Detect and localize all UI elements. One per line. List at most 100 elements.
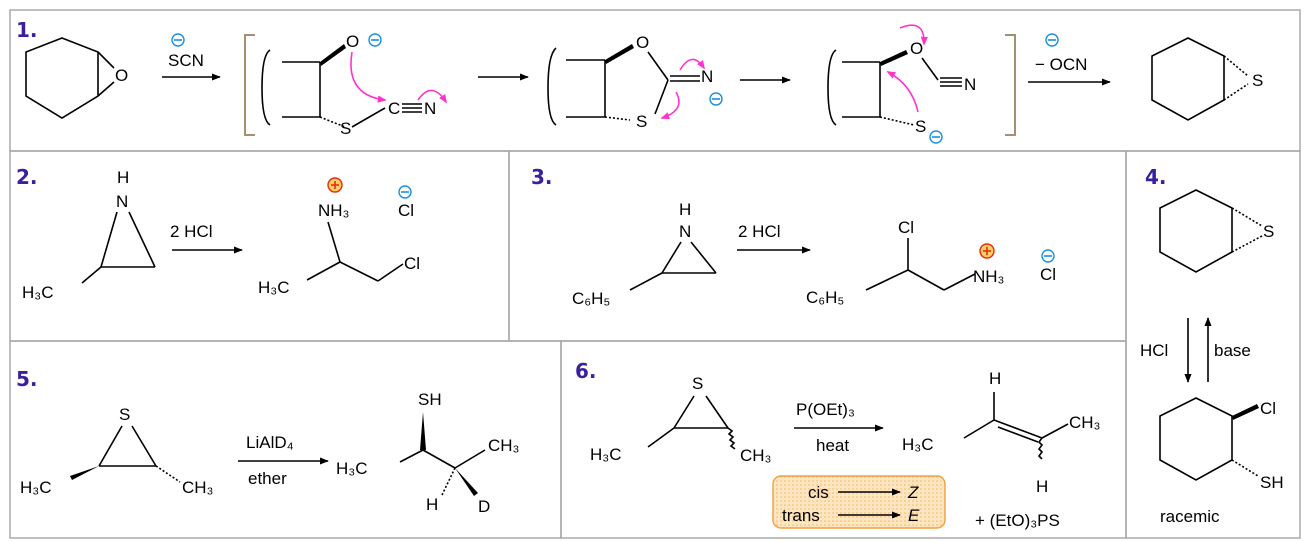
- panel-5: 5. S H₃C CH₃ LiAlD₄ ether SH H₃C CH₃ H D: [16, 367, 519, 516]
- negative-charge-icon: [929, 130, 943, 144]
- p6-product-h-bottom-label: H: [1036, 477, 1048, 496]
- p4-hcl-label: HCl: [1140, 341, 1168, 360]
- p6-reagent-top: P(OEt)₃: [796, 400, 855, 419]
- p3-product-phenyl-label: C₆H₅: [806, 288, 844, 307]
- curly-arrow: [417, 89, 447, 104]
- panel-6-number: 6.: [575, 359, 597, 383]
- int2-s-label: S: [636, 112, 647, 131]
- panel-frames: [9, 9, 1301, 539]
- panel-2: 2. H N H₃C 2 HCl NH₃ Cl H₃C Cl: [16, 165, 420, 302]
- curly-arrow: [679, 58, 705, 71]
- panel-1-number: 1.: [16, 18, 38, 42]
- panel-3: 3. H N C₆H₅ 2 HCl Cl C₆H₅ NH₃ Cl: [531, 165, 1056, 308]
- p5-product-left-methyl-label: H₃C: [336, 459, 367, 478]
- int1-s-label: S: [340, 119, 351, 138]
- right-bracket: [1005, 34, 1016, 136]
- curly-arrow: [660, 91, 680, 120]
- epoxide-o-label: O: [115, 66, 128, 85]
- panel-6: 6. S H₃C CH₃ P(OEt)₃ heat H H₃C CH₃ H + …: [575, 359, 1100, 530]
- negative-charge-icon: [709, 92, 723, 106]
- negative-charge-icon: [1041, 249, 1055, 263]
- p3-cl-ion-label: Cl: [1040, 265, 1056, 284]
- p4-caption: racemic: [1160, 507, 1220, 526]
- p6-product-right-methyl-label: CH₃: [1069, 413, 1100, 432]
- p4-top-s-label: S: [1263, 222, 1274, 241]
- p2-reagent: 2 HCl: [170, 222, 213, 241]
- int1-n-label: N: [424, 99, 436, 118]
- panel-3-number: 3.: [531, 165, 553, 189]
- p5-reagent-top: LiAlD₄: [246, 433, 294, 452]
- cyclohexene-sulfide: S: [1151, 37, 1263, 121]
- panel-6-frame: [560, 340, 1127, 539]
- p5-right-methyl-label: CH₃: [182, 478, 213, 497]
- curly-arrow: [899, 24, 928, 46]
- p2-product-cl-label: Cl: [404, 254, 420, 273]
- p3-product-cl-label: Cl: [898, 218, 914, 237]
- rule-cis: cis: [808, 483, 829, 502]
- negative-charge-icon: [171, 33, 185, 47]
- p3-nh3-label: NH₃: [973, 267, 1004, 286]
- negative-charge-icon: [398, 185, 412, 199]
- intermediate-1: O S C N: [261, 32, 447, 138]
- positive-charge-icon: [979, 243, 995, 259]
- positive-charge-icon: [327, 177, 343, 193]
- int3-s-label: S: [915, 117, 926, 136]
- panel-5-number: 5.: [16, 367, 38, 391]
- byproduct-ocn: − OCN: [1035, 55, 1087, 74]
- p2-n-label: N: [116, 192, 128, 211]
- p6-reagent-bottom: heat: [816, 436, 849, 455]
- p5-product-h-label: H: [426, 495, 438, 514]
- p2-cl-ion-label: Cl: [398, 201, 414, 220]
- p2-product-methyl-label: H₃C: [258, 278, 289, 297]
- rule-e: E: [908, 506, 920, 525]
- p4-bottom-cl-label: Cl: [1260, 399, 1276, 418]
- panel-2-frame: [9, 150, 510, 342]
- int1-o-label: O: [346, 32, 359, 51]
- p4-base-label: base: [1214, 341, 1251, 360]
- p3-reagent: 2 HCl: [738, 222, 781, 241]
- panel-2-number: 2.: [16, 165, 38, 189]
- p6-product-h-top-label: H: [989, 369, 1001, 388]
- panel-4-number: 4.: [1145, 165, 1167, 189]
- p5-s-label: S: [119, 405, 130, 424]
- int3-n-label: N: [964, 75, 976, 94]
- p6-s-label: S: [692, 374, 703, 393]
- panel-1: 1. O SCN O S: [16, 18, 1263, 144]
- int2-o-label: O: [636, 33, 649, 52]
- rule-z: Z: [907, 483, 919, 502]
- reagent-scn: SCN: [168, 51, 204, 70]
- p2-nh-label: H: [117, 168, 129, 187]
- curly-arrow: [886, 71, 919, 113]
- p6-right-methyl-label: CH₃: [740, 446, 771, 465]
- rule-trans: trans: [782, 506, 820, 525]
- cyclohexene-oxide: O: [25, 37, 128, 119]
- negative-charge-icon: [368, 33, 382, 47]
- p6-byproduct: + (EtO)₃PS: [975, 511, 1060, 530]
- int2-n-label: N: [701, 67, 713, 86]
- negative-charge-icon: [1045, 33, 1059, 47]
- panel-4: 4. S HCl base Cl SH racemic: [1140, 165, 1284, 526]
- p4-bottom-sh-label: SH: [1260, 473, 1284, 492]
- p5-left-methyl-label: H₃C: [20, 478, 51, 497]
- p5-product-right-methyl-label: CH₃: [488, 436, 519, 455]
- p6-product-left-methyl-label: H₃C: [902, 435, 933, 454]
- curly-arrow: [350, 51, 387, 103]
- left-bracket: [244, 34, 255, 136]
- product-s-label: S: [1252, 71, 1263, 90]
- p2-nh3-label: NH₃: [318, 201, 349, 220]
- intermediate-3: O N S: [827, 24, 976, 144]
- p3-n-label: N: [679, 222, 691, 241]
- panel-1-frame: [9, 9, 1301, 152]
- int3-o-label: O: [910, 39, 923, 58]
- p2-methyl-label: H₃C: [22, 283, 53, 302]
- p5-reagent-bottom: ether: [248, 469, 287, 488]
- p6-left-methyl-label: H₃C: [590, 445, 621, 464]
- stereo-rule-box: [772, 475, 946, 529]
- p3-nh-label: H: [679, 200, 691, 219]
- p3-phenyl-label: C₆H₅: [572, 289, 610, 308]
- intermediate-2: O N S: [547, 33, 723, 131]
- p5-product-sh-label: SH: [418, 390, 442, 409]
- panel-3-frame: [508, 150, 1127, 342]
